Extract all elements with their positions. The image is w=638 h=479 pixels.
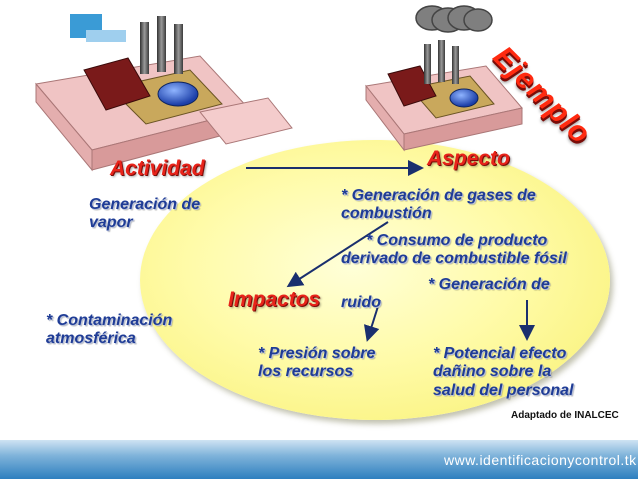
factory-illustration-left [35, 16, 293, 172]
impactos-title: Impactos [228, 288, 321, 311]
footer-url: www.identificacionycontrol.tk [444, 452, 637, 468]
aspecto-item-ruido: * Generación de ruido [341, 276, 550, 313]
aspecto-item-gases: * Generación de gases de combustión [341, 187, 536, 224]
aspecto-item-consumo: * Consumo de producto derivado de combus… [341, 232, 567, 269]
factory-illustration-right [365, 40, 523, 152]
footer-bar [0, 440, 638, 479]
text-line: * Generación de [428, 276, 550, 293]
impacto-item-contaminacion: * Contaminación atmosférica [46, 312, 172, 349]
text-line: * Presión sobre [258, 345, 376, 362]
impacto-item-salud: * Potencial efecto dañino sobre la salud… [433, 345, 573, 400]
text-line: los recursos [258, 363, 354, 381]
text-line: dañino sobre la [433, 363, 552, 381]
text-line: * Generación de gases de [341, 187, 536, 204]
source-credit: Adaptado de INALCEC [511, 410, 619, 421]
actividad-title: Actividad [110, 157, 205, 180]
decorative-square [86, 30, 126, 42]
text-line: ruido [341, 294, 381, 312]
arrow-aspecto-to-impactos [286, 221, 389, 288]
text-line: Generación de [89, 196, 201, 213]
text-line: salud del personal [433, 381, 574, 399]
arrow-impactos-to-presion [363, 299, 381, 342]
text-line: * Potencial efecto [433, 345, 567, 362]
aspecto-title: Aspecto [427, 147, 510, 170]
text-line: * Consumo de producto [366, 232, 548, 249]
text-line: * Contaminación [46, 312, 173, 329]
smoke-cloud-icon [415, 5, 493, 33]
impacto-item-presion: * Presión sobre los recursos [258, 345, 375, 382]
text-line: vapor [89, 214, 133, 232]
text-line: combustión [341, 205, 432, 223]
actividad-text: Generación de vapor [89, 196, 200, 233]
text-line: derivado de combustible fósil [341, 250, 567, 268]
text-line: atmosférica [46, 330, 136, 348]
diagram-ellipse [140, 140, 610, 420]
